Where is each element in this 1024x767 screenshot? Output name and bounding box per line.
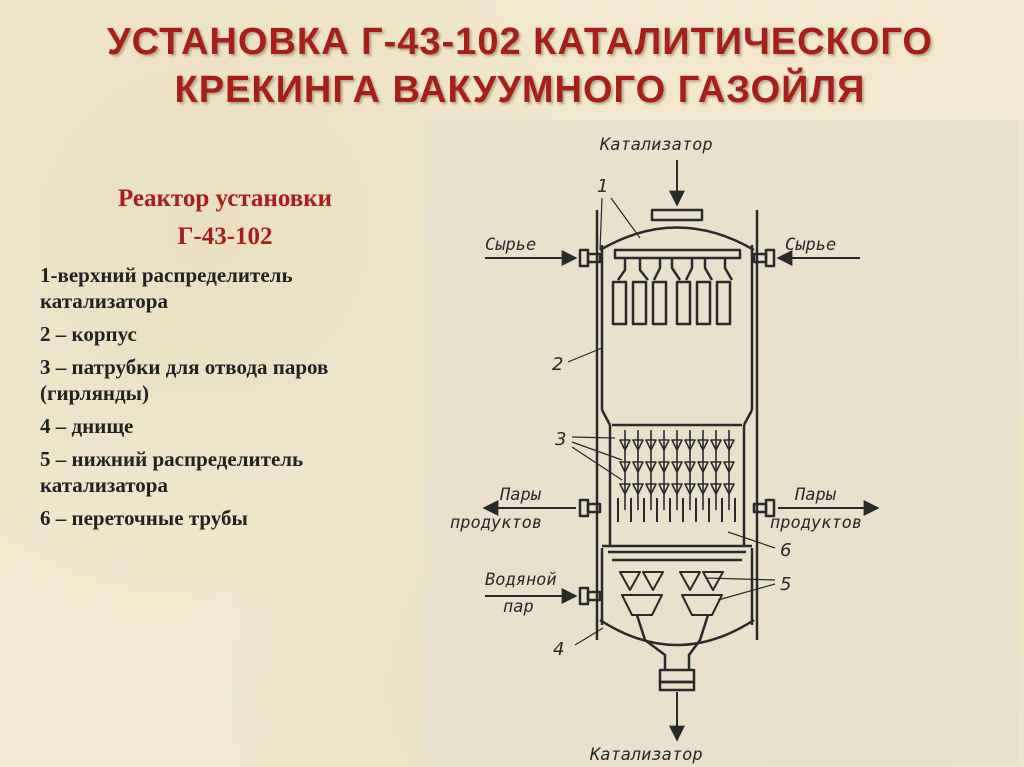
- top-dome: [599, 226, 755, 252]
- bottom-head: [599, 618, 755, 647]
- label-steam-1: Водяной: [485, 570, 557, 590]
- legend-item: 3 – патрубки для отвода паров (гирлянды): [40, 355, 329, 405]
- top-inlet-flange: [650, 208, 704, 222]
- reactor-shell-inner: [600, 245, 754, 410]
- label-feed-right: Сырье: [785, 235, 836, 255]
- label-catalyst-in: Катализатор: [599, 135, 713, 155]
- diagram-heading-line-2: Г-43-102: [177, 223, 273, 250]
- label-vapors-right-1: Пары: [794, 485, 837, 505]
- callout-1: 1: [597, 176, 608, 197]
- label-vapors-right-2: продуктов: [770, 513, 862, 533]
- label-steam-2: пар: [503, 597, 534, 617]
- label-vapors-left-2: продуктов: [450, 513, 542, 533]
- legend-item: 2 – корпус: [40, 322, 137, 346]
- legend-item: 6 – переточные трубы: [40, 506, 248, 530]
- callout-6: 6: [780, 540, 791, 561]
- reactor-drawing: Катализатор Сырье Сырье Пары продуктов П…: [450, 135, 880, 765]
- callout-4: 4: [553, 639, 564, 660]
- slide-title-line-2: КРЕКИНГА ВАКУУМНОГО ГАЗОЙЛЯ: [174, 69, 866, 111]
- diagram-heading-line-1: Реактор установки: [117, 185, 333, 212]
- slide-title: УСТАНОВКА Г-43-102 КАТАЛИТИЧЕСКОГО КРЕКИ…: [60, 18, 980, 114]
- legend-item: 5 – нижний распределитель катализатора: [40, 447, 304, 497]
- callout-3: 3: [555, 429, 566, 450]
- label-feed-left: Сырье: [485, 235, 536, 255]
- label-vapors-left-1: Пары: [499, 485, 542, 505]
- reactor-shell-outer: [595, 210, 759, 640]
- callout-5: 5: [780, 574, 791, 595]
- legend-item: 4 – днище: [40, 414, 134, 438]
- label-catalyst-out: Катализатор: [589, 745, 703, 765]
- legend-item: 1-верхний распределитель катализатора: [40, 263, 293, 313]
- slide-title-line-1: УСТАНОВКА Г-43-102 КАТАЛИТИЧЕСКОГО: [107, 21, 933, 63]
- reactor-diagram: Катализатор Сырье Сырье Пары продуктов П…: [425, 120, 1018, 765]
- upper-distributor-1: [613, 248, 742, 260]
- diagram-heading: Реактор установки Г-43-102: [30, 180, 420, 256]
- callout-2: 2: [552, 354, 563, 375]
- parts-legend: 1-верхний распределитель катализатора 2 …: [40, 262, 420, 538]
